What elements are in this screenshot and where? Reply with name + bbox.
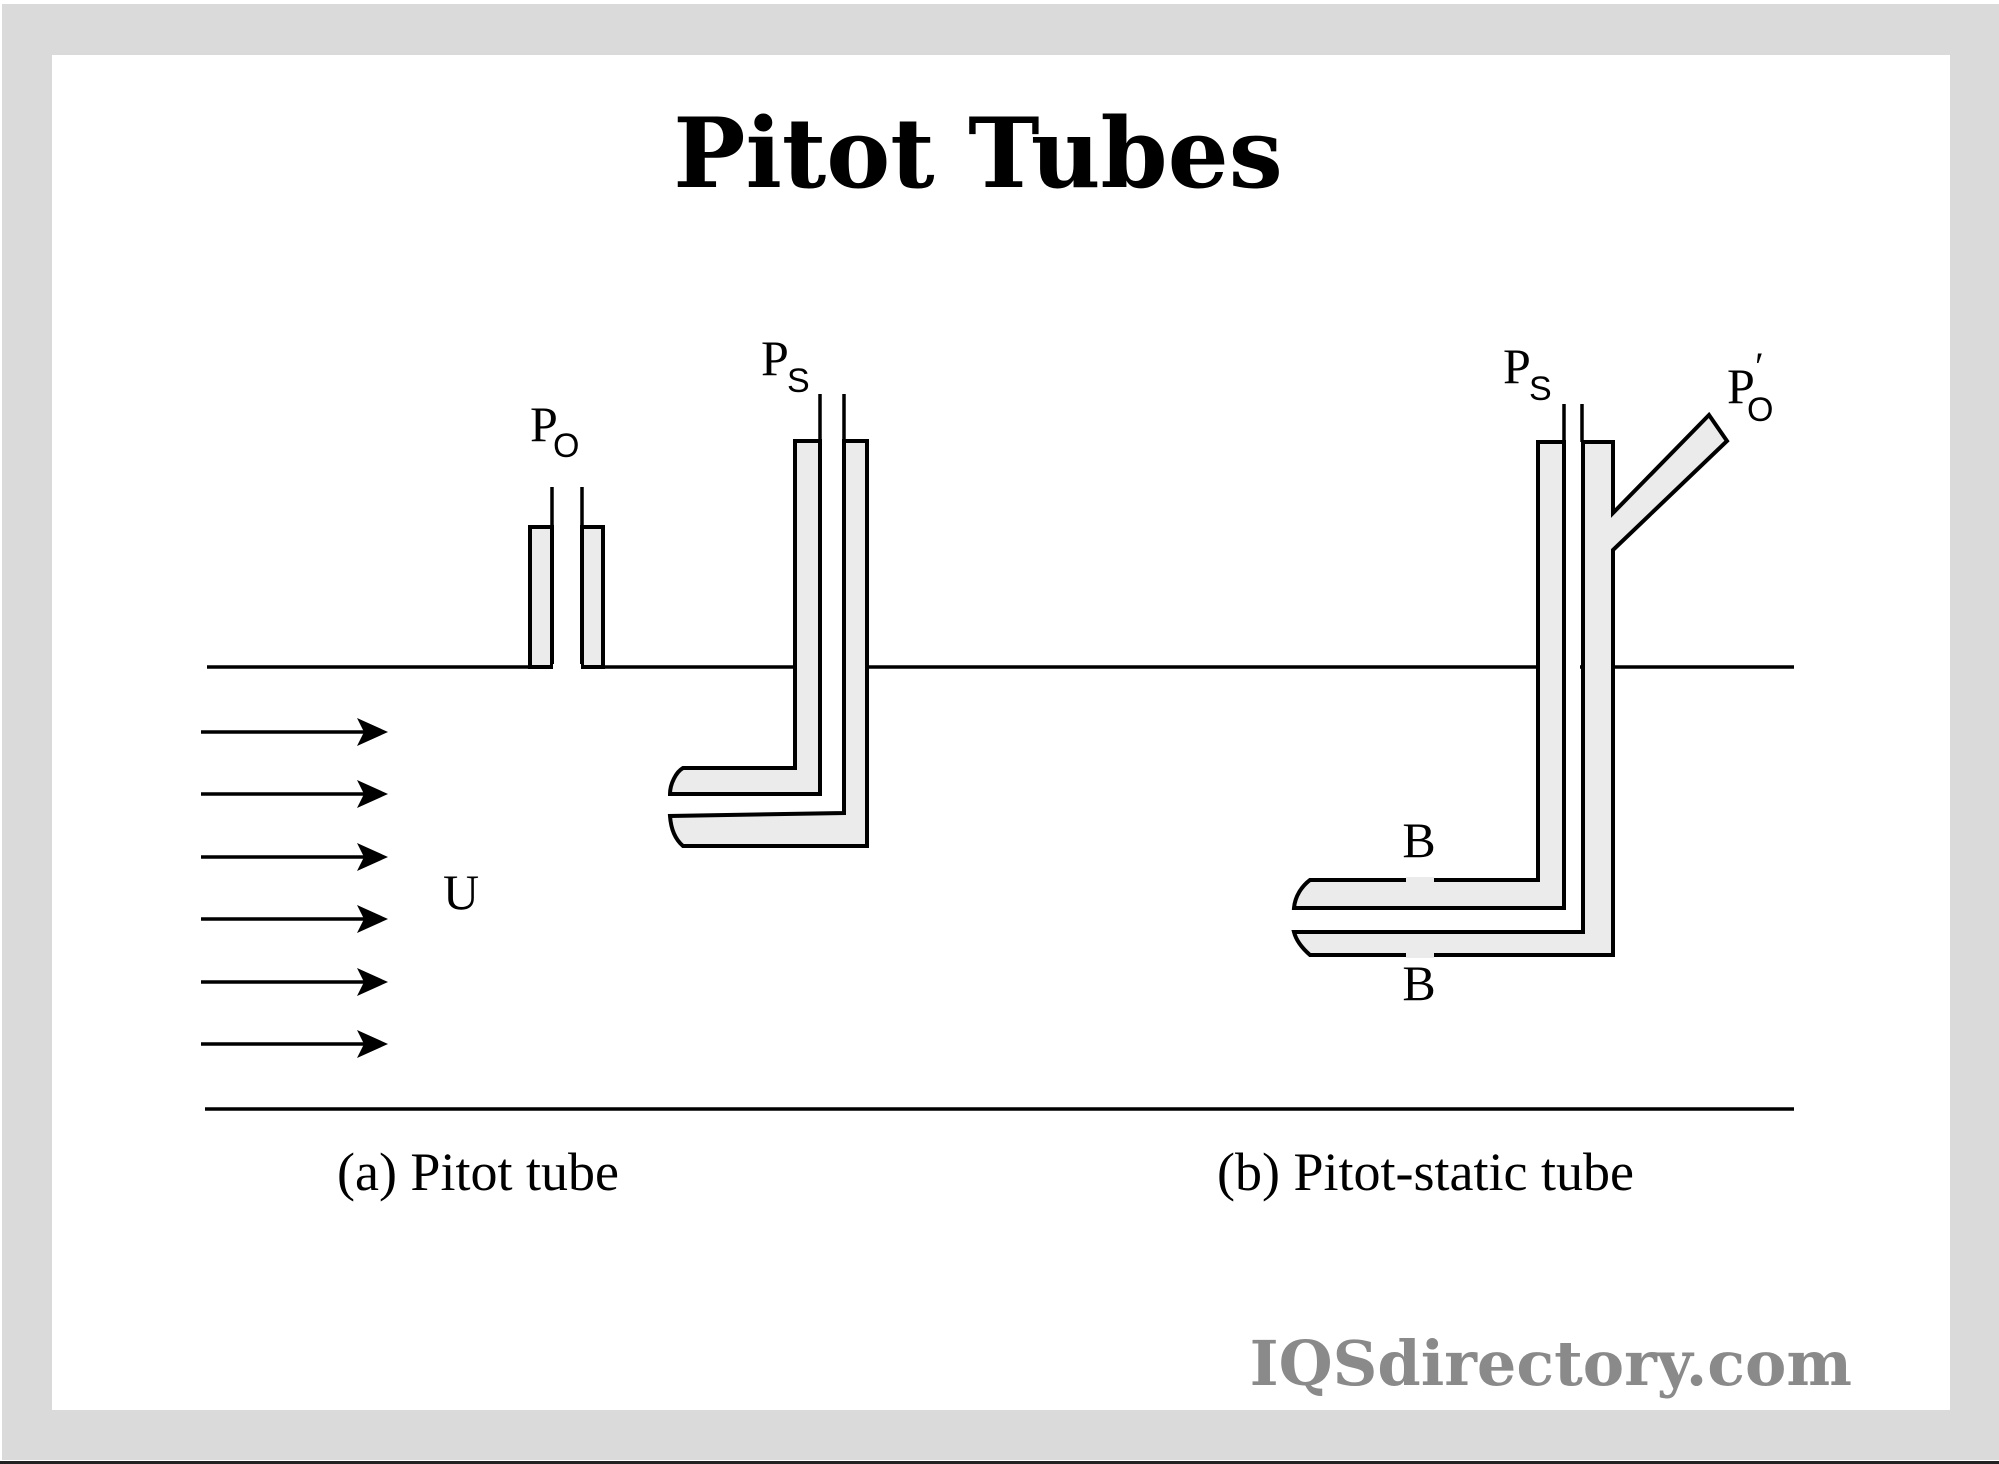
svg-text:ʹ: ʹ (1755, 344, 1764, 389)
p0-prime-label-b: P O ʹ (1727, 344, 1773, 429)
pitot-static-probe-b (1291, 404, 1730, 958)
svg-text:O: O (553, 427, 579, 465)
pitot-probe-a (667, 394, 869, 848)
flow-arrow-icon (201, 905, 388, 933)
caption-b: (b) Pitot-static tube (1217, 1142, 1634, 1202)
flow-velocity-label: U (443, 864, 479, 920)
flow-arrow-icon (201, 968, 388, 996)
static-hole-label-lower: B (1402, 955, 1435, 1011)
svg-text:S: S (787, 362, 810, 400)
page-title: Pitot Tubes (673, 97, 1282, 210)
svg-text:O: O (1747, 391, 1773, 429)
ps-label-a: P S (761, 330, 810, 400)
flow-arrow-icon (201, 843, 388, 871)
svg-text:P: P (761, 330, 789, 386)
caption-a: (a) Pitot tube (337, 1142, 619, 1202)
svg-text:S: S (1529, 370, 1552, 408)
svg-text:P: P (1727, 358, 1755, 414)
svg-text:P: P (1503, 338, 1531, 394)
flow-arrow-icon (201, 718, 388, 746)
static-hole-label-upper: B (1402, 812, 1435, 868)
flow-arrows (201, 718, 388, 1058)
svg-text:P: P (530, 396, 558, 452)
flow-arrow-icon (201, 780, 388, 808)
p0-label: P O (530, 396, 579, 465)
bottom-edge (0, 1461, 1999, 1464)
watermark-logo: IQSdirectory.com (1250, 1327, 1852, 1400)
ps-label-b: P S (1503, 338, 1552, 408)
p0-wall-tap (528, 487, 605, 670)
flow-arrow-icon (201, 1030, 388, 1058)
